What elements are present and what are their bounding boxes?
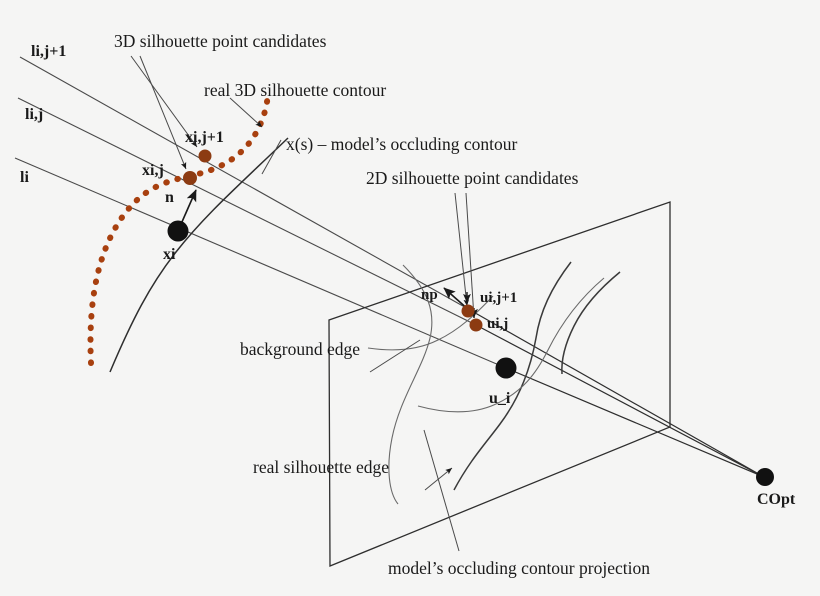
leader-3d-to-xij <box>139 55 187 170</box>
label-normal-np: np <box>421 287 438 303</box>
point-xi-j <box>183 171 197 185</box>
label-line-li-j-plus-1: li,j+1 <box>31 43 67 60</box>
label-point-ui-j: ui,j <box>487 316 509 332</box>
leader-occluding-contour <box>261 139 282 175</box>
leader-background-edge <box>369 339 421 373</box>
sight-line-li <box>14 157 507 369</box>
label-point-xi-j: xi,j <box>142 162 164 179</box>
sight-lines-3d <box>14 56 507 369</box>
model-occluding-contour-3d <box>109 137 289 373</box>
ray-lower-to-copt <box>505 367 765 478</box>
image-plane-outline <box>328 201 671 567</box>
label-point-xi-j-plus-1: xi,j+1 <box>185 129 224 146</box>
image-plane-curves <box>367 261 621 505</box>
leader-2d-candidates-upper <box>454 192 470 307</box>
projection-rays-to-copt <box>469 309 765 478</box>
label-normal-n: n <box>165 189 174 206</box>
point-xi <box>167 220 189 242</box>
annotation-occluding-projection: model’s occluding contour projection <box>388 558 650 578</box>
plane-curve-upper-right <box>561 271 621 375</box>
point-xi-j-plus-1 <box>198 149 212 163</box>
point-ui-j-plus-1 <box>461 304 475 318</box>
leader-occluding-projection <box>423 429 460 552</box>
sight-line-li-j-plus-1 <box>19 56 471 311</box>
sight-line-li-j <box>17 97 475 325</box>
annotation-occluding-contour: x(s) – model’s occluding contour <box>286 134 518 154</box>
ray-upper-to-copt <box>469 309 765 478</box>
leader-lines-2d <box>369 192 477 552</box>
label-point-xi: xi <box>163 246 176 263</box>
label-line-li-j: li,j <box>25 106 44 123</box>
leader-2d-candidates-lower <box>465 192 477 319</box>
label-point-u-i: u_i <box>489 390 511 407</box>
point-ui-j <box>469 318 483 332</box>
leader-lines-3d-candidates <box>130 55 198 170</box>
leader-3d-to-xij1 <box>130 55 198 148</box>
label-line-li: li <box>20 169 29 186</box>
annotation-real-silhouette-edge: real silhouette edge <box>253 457 390 477</box>
point-u-i <box>495 357 517 379</box>
leader-real-3d-contour <box>229 97 263 128</box>
annotation-3d-candidates: 3D silhouette point candidates <box>114 31 327 51</box>
label-point-ui-j-plus-1: ui,j+1 <box>480 290 518 306</box>
annotation-real-3d-contour: real 3D silhouette contour <box>204 80 387 100</box>
label-point-copt: COpt <box>757 491 796 508</box>
background-edge-curve <box>388 264 433 505</box>
model-occluding-contour-projection-curve <box>417 277 605 413</box>
annotation-background-edge: background edge <box>240 339 361 359</box>
ray-mid-to-copt <box>473 323 765 478</box>
real-silhouette-edge-curve <box>453 261 572 491</box>
image-plane <box>328 201 671 567</box>
point-copt <box>756 468 774 486</box>
annotation-2d-candidates: 2D silhouette point candidates <box>366 168 579 188</box>
